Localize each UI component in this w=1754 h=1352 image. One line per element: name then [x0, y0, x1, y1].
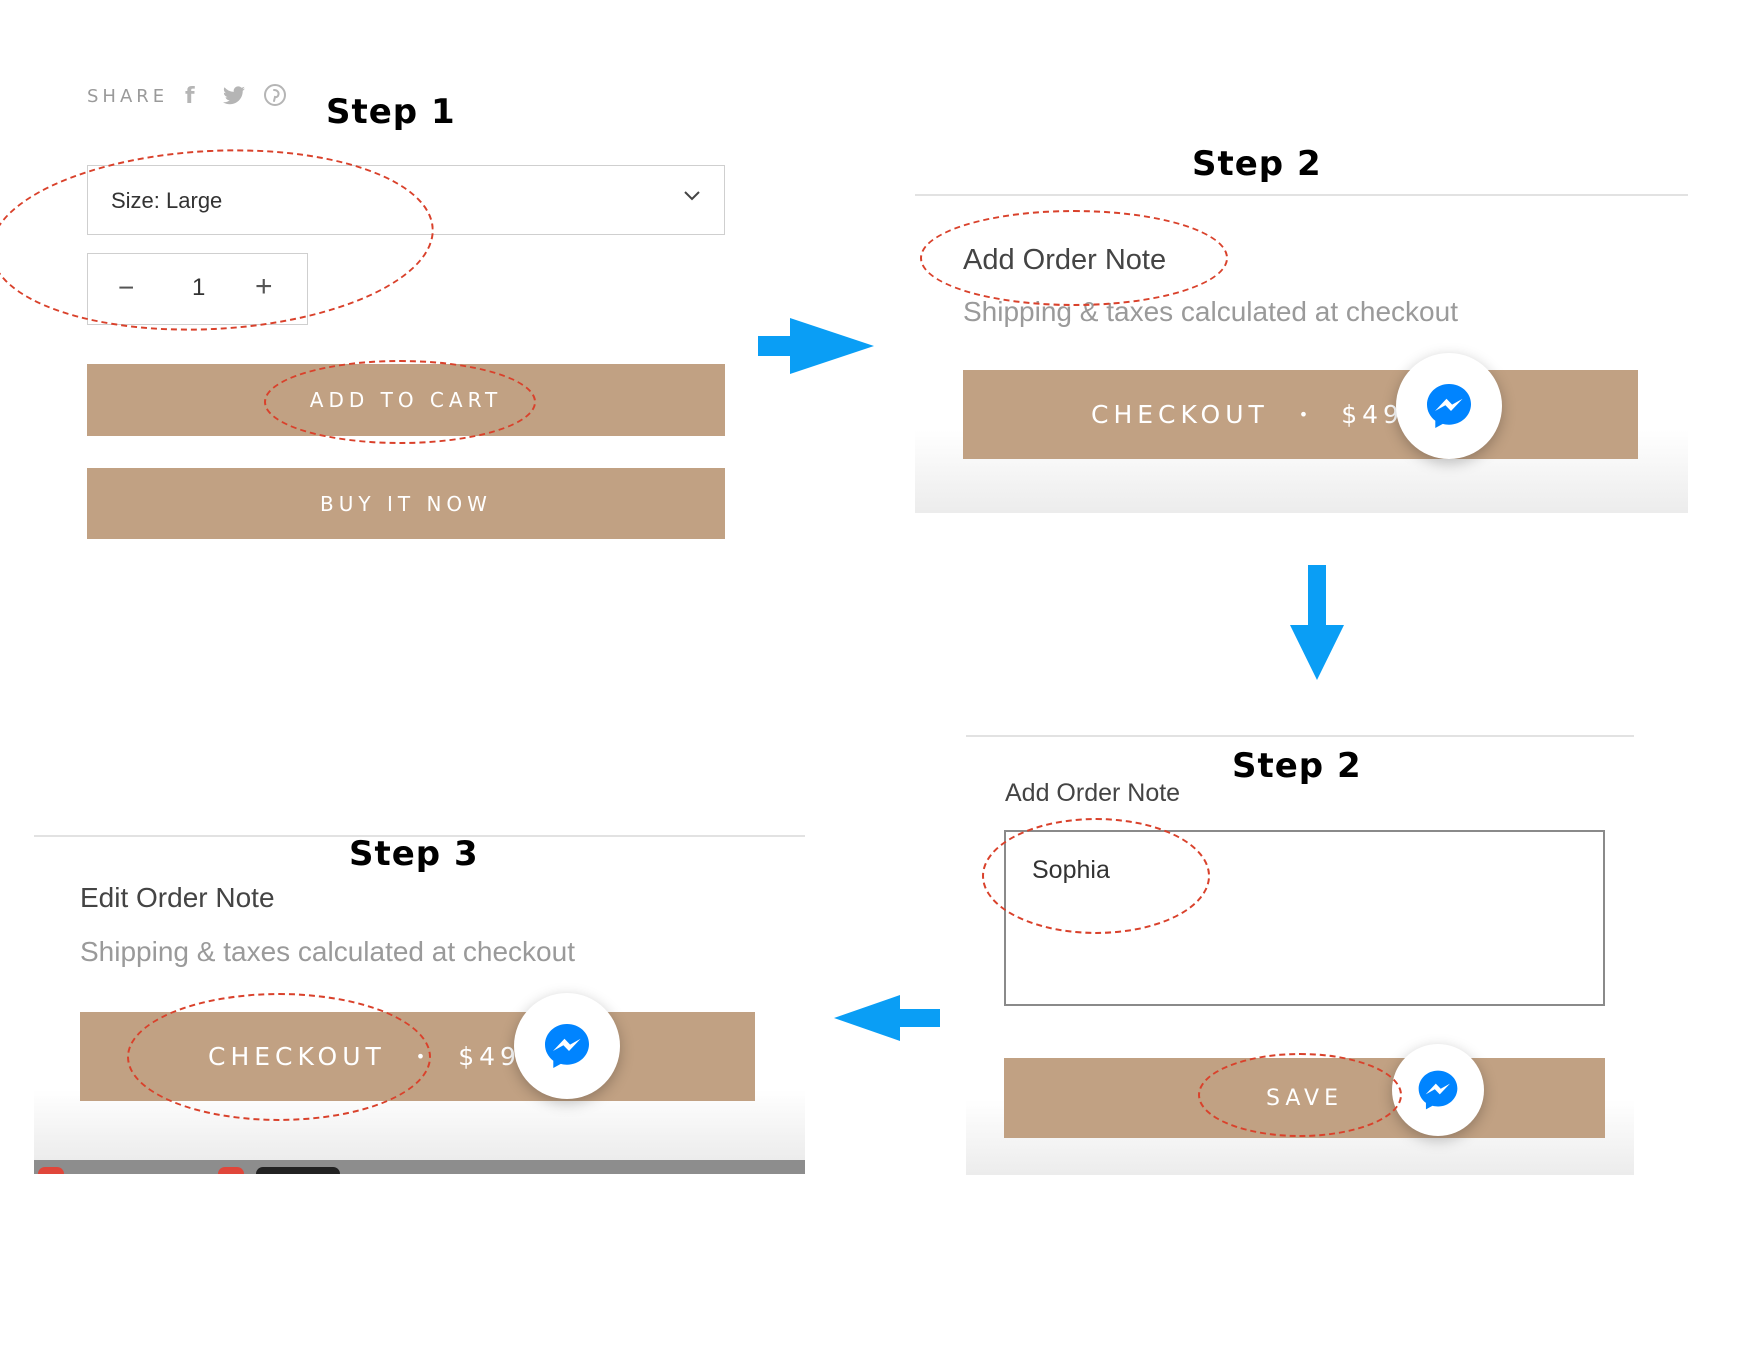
- checkout-button[interactable]: CHECKOUT • $49.: [80, 1012, 755, 1101]
- step3-title: Step 3: [349, 834, 479, 874]
- increase-quantity-button[interactable]: +: [255, 270, 273, 303]
- bottom-bar-dot: [218, 1167, 244, 1174]
- order-note-value: Sophia: [1032, 856, 1110, 884]
- checkout-label: CHECKOUT: [208, 1042, 386, 1071]
- step1-title: Step 1: [326, 92, 456, 132]
- size-select-value: Size: Large: [111, 188, 223, 213]
- arrow-down-icon: [1290, 565, 1344, 685]
- divider: [915, 194, 1688, 196]
- messenger-button[interactable]: [1392, 1044, 1484, 1136]
- decrease-quantity-button[interactable]: −: [118, 272, 135, 303]
- chevron-down-icon: [682, 188, 702, 207]
- arrow-right-icon: [758, 318, 874, 379]
- step2-title: Step 2: [1192, 144, 1322, 184]
- facebook-icon[interactable]: f: [185, 84, 195, 109]
- divider: [966, 735, 1634, 737]
- add-to-cart-button[interactable]: ADD TO CART: [87, 364, 725, 436]
- pinterest-icon[interactable]: [264, 84, 286, 111]
- bottom-bar: [34, 1160, 805, 1174]
- checkout-label: CHECKOUT: [1091, 400, 1269, 429]
- quantity-value[interactable]: 1: [192, 274, 206, 301]
- step2b-title: Step 2: [1232, 746, 1362, 786]
- divider: [34, 835, 805, 837]
- shipping-note: Shipping & taxes calculated at checkout: [80, 936, 575, 967]
- twitter-icon[interactable]: [222, 86, 246, 111]
- messenger-button[interactable]: [1396, 353, 1502, 459]
- messenger-button[interactable]: [514, 993, 620, 1099]
- checkout-separator: •: [415, 1047, 431, 1066]
- messenger-icon: [1427, 384, 1471, 428]
- checkout-button[interactable]: CHECKOUT • $49.: [963, 370, 1638, 459]
- checkout-separator: •: [1298, 405, 1314, 424]
- buy-it-now-button[interactable]: BUY IT NOW: [87, 468, 725, 539]
- edit-order-note-link[interactable]: Edit Order Note: [80, 882, 275, 913]
- shipping-note: Shipping & taxes calculated at checkout: [963, 296, 1458, 327]
- messenger-icon: [545, 1024, 589, 1068]
- order-note-label: Add Order Note: [1005, 779, 1181, 807]
- size-select[interactable]: Size: Large: [87, 165, 725, 235]
- share-label: SHARE: [87, 86, 169, 107]
- arrow-left-icon: [834, 995, 940, 1046]
- messenger-icon: [1418, 1070, 1458, 1110]
- save-button[interactable]: SAVE: [1004, 1058, 1605, 1138]
- add-order-note-link[interactable]: Add Order Note: [963, 244, 1167, 276]
- order-note-textarea[interactable]: Sophia: [1004, 830, 1605, 1006]
- bottom-bar-dot: [38, 1167, 64, 1174]
- quantity-stepper: − 1 +: [87, 253, 308, 325]
- panel-fade: [34, 1090, 805, 1160]
- bottom-bar-pill: [256, 1167, 340, 1174]
